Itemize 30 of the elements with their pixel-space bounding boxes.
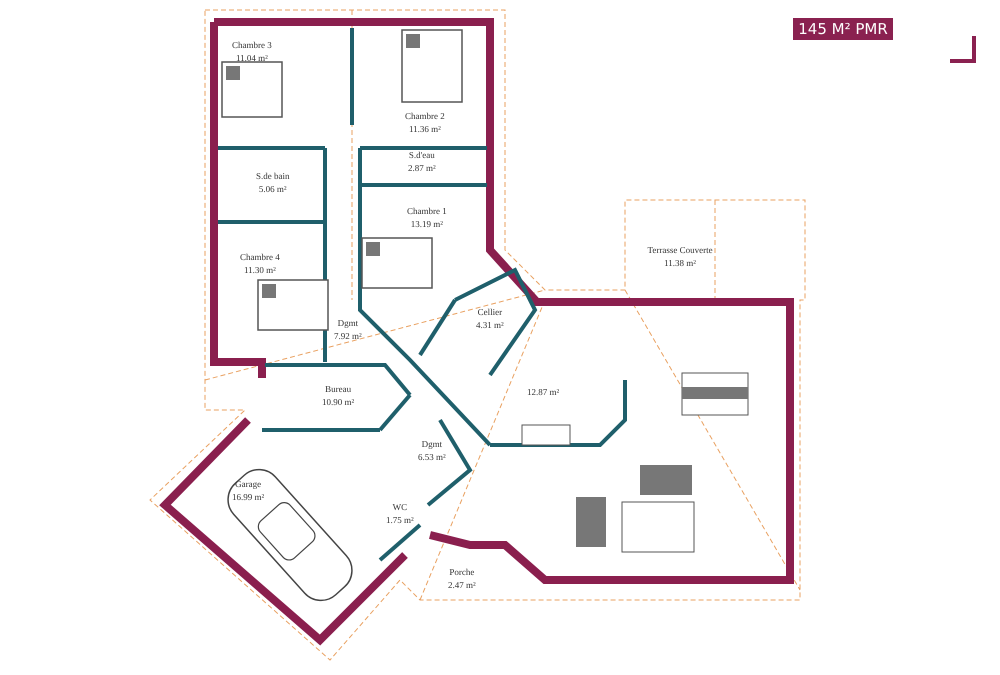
- room-area: 16.99 m²: [232, 491, 264, 504]
- room-area: 11.30 m²: [240, 264, 280, 277]
- room-name: Chambre 4: [240, 251, 280, 264]
- room-name: Porche: [448, 566, 476, 579]
- room-name: Bureau: [324, 383, 352, 396]
- room-area: 4.31 m²: [476, 319, 504, 332]
- room-name: Chambre 2: [405, 110, 445, 123]
- room-name: Dgmt: [336, 317, 360, 330]
- room-area: 11.38 m²: [648, 257, 713, 270]
- room-area: 11.36 m²: [405, 123, 445, 136]
- room-name: Cellier: [476, 306, 504, 319]
- room-area: 6.53 m²: [418, 451, 446, 464]
- room-area: 2.47 m²: [448, 579, 476, 592]
- room-area: 1.75 m²: [386, 514, 414, 527]
- room-area: 11.04 m²: [232, 52, 272, 65]
- room-name: S.d'eau: [408, 149, 436, 162]
- room-area: 2.87 m²: [408, 162, 436, 175]
- area-badge: 145 M² PMR: [793, 18, 893, 40]
- room-area: 7.92 m²: [334, 330, 362, 343]
- room-name: Chambre 1: [407, 205, 447, 218]
- room-name: Terrasse Couverte: [648, 244, 713, 257]
- room-area: 10.90 m²: [322, 396, 354, 409]
- room-area: 13.19 m²: [407, 218, 447, 231]
- room-name: Garage: [234, 478, 262, 491]
- room-area: 5.06 m²: [256, 183, 290, 196]
- room-name: S.de bain: [256, 170, 290, 183]
- room-area: 12.87 m²: [527, 386, 560, 398]
- room-name: Chambre 3: [232, 39, 272, 52]
- room-name: Dgmt: [420, 438, 444, 451]
- room-name: WC: [392, 501, 408, 514]
